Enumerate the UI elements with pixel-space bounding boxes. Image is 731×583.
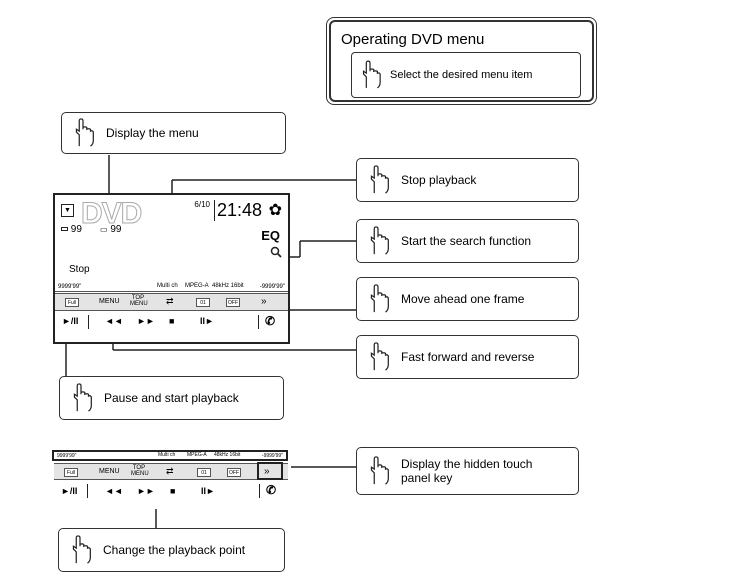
format-rate: 48kHz 16bit: [212, 283, 244, 289]
menu-key[interactable]: MENU: [99, 468, 120, 475]
subtitle-key[interactable]: OFF: [227, 468, 241, 477]
callout-text: Start the search function: [401, 234, 532, 248]
format-multich: Multi ch: [158, 452, 176, 458]
divider: [259, 484, 260, 498]
format-mpeg: MPEG-A: [187, 452, 207, 458]
gear-icon[interactable]: ✿: [268, 202, 282, 219]
callout-display-menu: Display the menu: [61, 112, 286, 154]
top-menu-key[interactable]: TOP MENU: [131, 465, 149, 477]
format-rate: 48kHz 16bit: [214, 452, 241, 458]
section-title: Operating DVD menu: [341, 31, 485, 48]
phone-icon[interactable]: ✆: [266, 483, 277, 497]
hand-pointer-icon: [370, 165, 389, 194]
hand-pointer-icon: [370, 342, 389, 371]
callout-change-point: Change the playback point: [58, 528, 285, 572]
elapsed-time: 9999'99": [58, 284, 82, 290]
rewind-button[interactable]: ◄◄: [105, 316, 123, 326]
angle-key[interactable]: 01: [197, 468, 211, 477]
instruction-text: Select the desired menu item: [390, 69, 533, 81]
chapter-icon: ▭: [100, 225, 108, 234]
play-pause-button[interactable]: ►/II: [61, 486, 78, 496]
frame-advance-button[interactable]: II►: [201, 486, 215, 496]
playback-control-row: ►/II ◄◄ ►► ■ II► ✆: [54, 480, 288, 508]
date-display: 6/10: [194, 200, 210, 209]
divider: [258, 315, 259, 329]
playback-status: Stop: [69, 264, 90, 275]
callout-fast-forward-reverse: Fast forward and reverse: [356, 335, 579, 379]
more-keys-button[interactable]: »: [261, 296, 267, 307]
hand-pointer-icon: [73, 383, 92, 412]
rewind-button[interactable]: ◄◄: [105, 486, 123, 496]
repeat-icon[interactable]: ⇄: [166, 466, 174, 476]
hand-pointer-icon: [362, 60, 381, 89]
touch-key-row: Full MENU TOP MENU ⇄ 01 OFF »: [55, 293, 288, 311]
callout-stop-playback: Stop playback: [356, 158, 579, 202]
format-multich: Multi ch: [157, 283, 178, 289]
more-keys-button[interactable]: »: [264, 466, 270, 477]
elapsed-time: 9999'99": [57, 453, 77, 459]
callout-text: Display the hidden touch panel key: [401, 457, 533, 485]
divider: [88, 315, 89, 329]
callout-text: Stop playback: [401, 173, 477, 187]
source-menu-button[interactable]: ▼: [61, 204, 74, 217]
instruction-box: Select the desired menu item: [351, 52, 581, 98]
callout-move-frame: Move ahead one frame: [356, 277, 579, 321]
search-icon[interactable]: [270, 246, 282, 258]
seek-bar[interactable]: 9999'99" Multi ch MPEG-A 48kHz 16bit -99…: [52, 450, 288, 461]
hand-pointer-icon: [370, 456, 389, 485]
callout-text: Fast forward and reverse: [401, 350, 535, 364]
hand-pointer-icon: [370, 284, 389, 313]
more-keys-highlight: [257, 462, 283, 480]
divider: [87, 484, 88, 498]
callout-display-hidden-keys: Display the hidden touch panel key: [356, 447, 579, 495]
menu-key[interactable]: MENU: [99, 298, 120, 305]
dvd-logo: DVD: [80, 197, 142, 231]
clock-display: 21:48: [213, 200, 262, 221]
remaining-time: -9999'99": [261, 453, 283, 459]
full-key[interactable]: Full: [65, 298, 79, 307]
chapter-number: ▭ 99: [100, 224, 122, 235]
title-icon: [61, 227, 68, 232]
stop-button[interactable]: ■: [170, 486, 176, 496]
expanded-touch-panel: 9999'99" Multi ch MPEG-A 48kHz 16bit -99…: [51, 449, 291, 509]
repeat-icon[interactable]: ⇄: [166, 296, 174, 306]
eq-button[interactable]: EQ: [261, 228, 280, 243]
status-bar: 9999'99" Multi ch MPEG-A 48kHz 16bit -99…: [55, 282, 288, 292]
hand-pointer-icon: [72, 535, 91, 564]
title-number: 99: [61, 224, 82, 235]
remaining-time: -9999'99": [259, 284, 285, 290]
top-menu-key[interactable]: TOP MENU: [130, 295, 148, 307]
callout-pause-start: Pause and start playback: [59, 376, 284, 420]
hand-pointer-icon: [75, 118, 94, 147]
callout-text: Move ahead one frame: [401, 292, 525, 306]
operating-dvd-menu-box: Operating DVD menu Select the desired me…: [326, 17, 597, 105]
callout-text: Pause and start playback: [104, 391, 239, 405]
fast-forward-button[interactable]: ►►: [137, 316, 155, 326]
play-pause-button[interactable]: ►/II: [62, 316, 79, 326]
phone-icon[interactable]: ✆: [265, 314, 276, 328]
angle-key[interactable]: 01: [196, 298, 210, 307]
subtitle-key[interactable]: OFF: [226, 298, 240, 307]
frame-advance-button[interactable]: II►: [200, 316, 214, 326]
stop-button[interactable]: ■: [169, 316, 175, 326]
full-key[interactable]: Full: [64, 468, 78, 477]
fast-forward-button[interactable]: ►►: [137, 486, 155, 496]
callout-text: Display the menu: [106, 126, 199, 140]
format-mpeg: MPEG-A: [185, 283, 209, 289]
dvd-playback-screen: DVD ▼ 99 ▭ 99 6/10 21:48 ✿ EQ Stop 9999'…: [53, 193, 290, 344]
callout-text: Change the playback point: [103, 543, 246, 557]
touch-key-row: Full MENU TOP MENU ⇄ 01 OFF »: [54, 463, 288, 480]
callout-start-search: Start the search function: [356, 219, 579, 263]
hand-pointer-icon: [370, 226, 389, 255]
playback-control-row: ►/II ◄◄ ►► ■ II► ✆: [55, 311, 288, 342]
